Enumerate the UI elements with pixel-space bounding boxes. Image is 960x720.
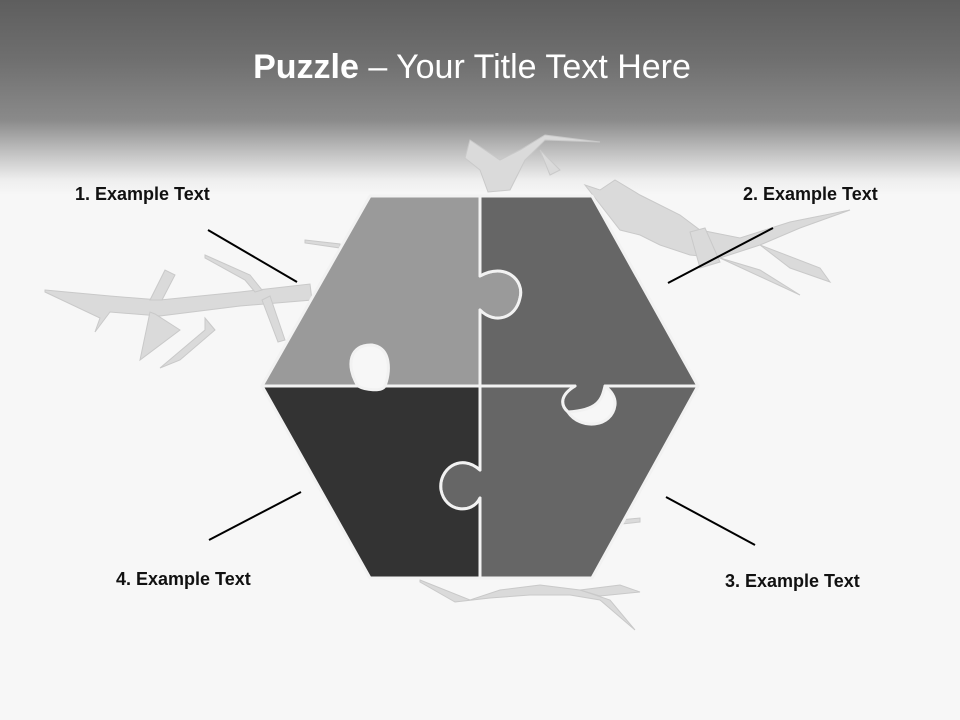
example-text-2: 2. Example Text <box>743 184 878 204</box>
title-rest: – Your Title Text Here <box>368 48 691 86</box>
title-bold: Puzzle <box>253 48 359 86</box>
example-text-3: 3. Example Text <box>725 571 860 591</box>
example-text-4: 4. Example Text <box>116 569 251 589</box>
puzzle-piece-4[interactable] <box>260 384 482 580</box>
connector-line-3 <box>665 496 756 546</box>
slide-title: Puzzle – Your Title Text Here <box>0 48 944 87</box>
connector-line-4 <box>208 491 302 541</box>
connector-line-2 <box>667 227 774 284</box>
example-text-1: 1. Example Text <box>75 184 210 204</box>
connector-line-1 <box>207 229 298 283</box>
